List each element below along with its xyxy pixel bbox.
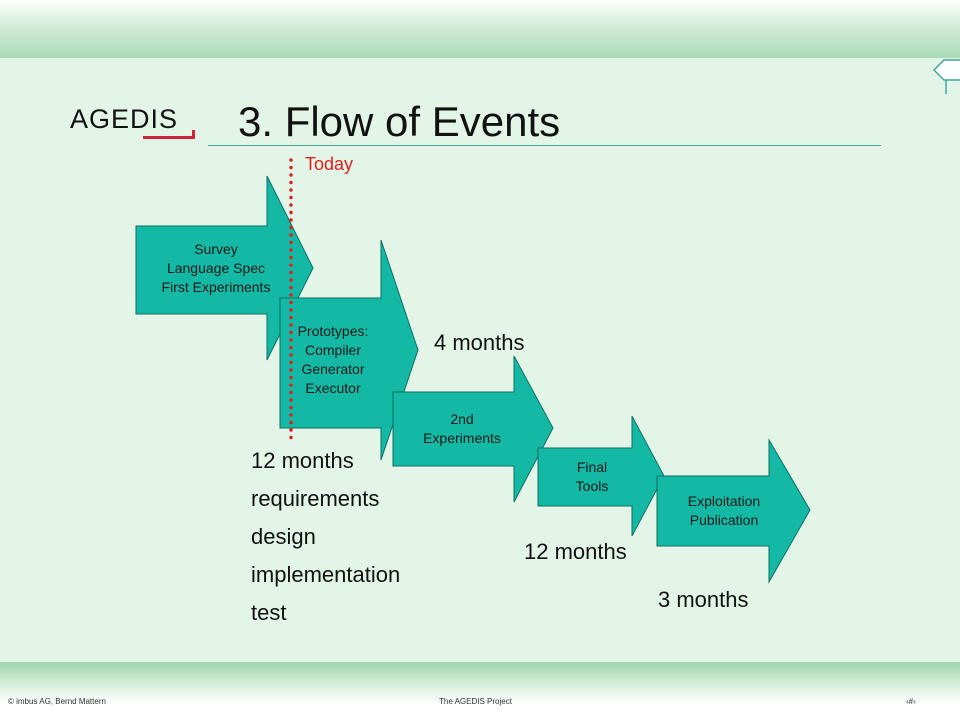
phase-arrow-final-tools [537, 415, 665, 537]
duration-label-final-tools: 12 months [524, 539, 627, 564]
top-band [0, 0, 960, 58]
activity-item: design [251, 524, 316, 549]
duration-label-exploitation: 3 months [658, 587, 749, 612]
logo-tick [192, 130, 195, 139]
activity-item: test [251, 600, 287, 625]
corner-tab-icon [932, 59, 960, 94]
page-title: 3. Flow of Events [238, 98, 561, 145]
footer-strip [0, 704, 960, 720]
phase-arrow-exploitation [656, 438, 811, 584]
activity-item: implementation [251, 562, 401, 587]
footer-project: The AGEDIS Project [439, 697, 512, 706]
today-label: Today [305, 154, 354, 174]
footer-page-number: ‹#› [906, 697, 916, 706]
phase-arrow-experiments [392, 355, 554, 503]
bottom-band [0, 662, 960, 704]
phase-label-final-tools: Final Tools [575, 459, 609, 494]
phase-label-prototypes: Prototypes: Compiler Generator Executor [297, 323, 369, 396]
duration-label-experiments: 4 months [434, 330, 525, 355]
agedis-logo: AGEDIS [70, 104, 179, 134]
phase-label-experiments: 2nd Experiments [423, 411, 501, 446]
logo-underline [143, 136, 195, 139]
activity-list: 12 months requirements design implementa… [251, 442, 400, 632]
activity-item: requirements [251, 486, 380, 511]
title-rule [208, 145, 881, 146]
phase-label-exploitation: Exploitation Publication [687, 493, 761, 528]
duration-label-left: 12 months [251, 448, 354, 473]
footer-copyright: © imbus AG, Bernd Mattern [8, 697, 106, 706]
phase-label-survey: Survey Language Spec First Experiments [161, 241, 271, 295]
